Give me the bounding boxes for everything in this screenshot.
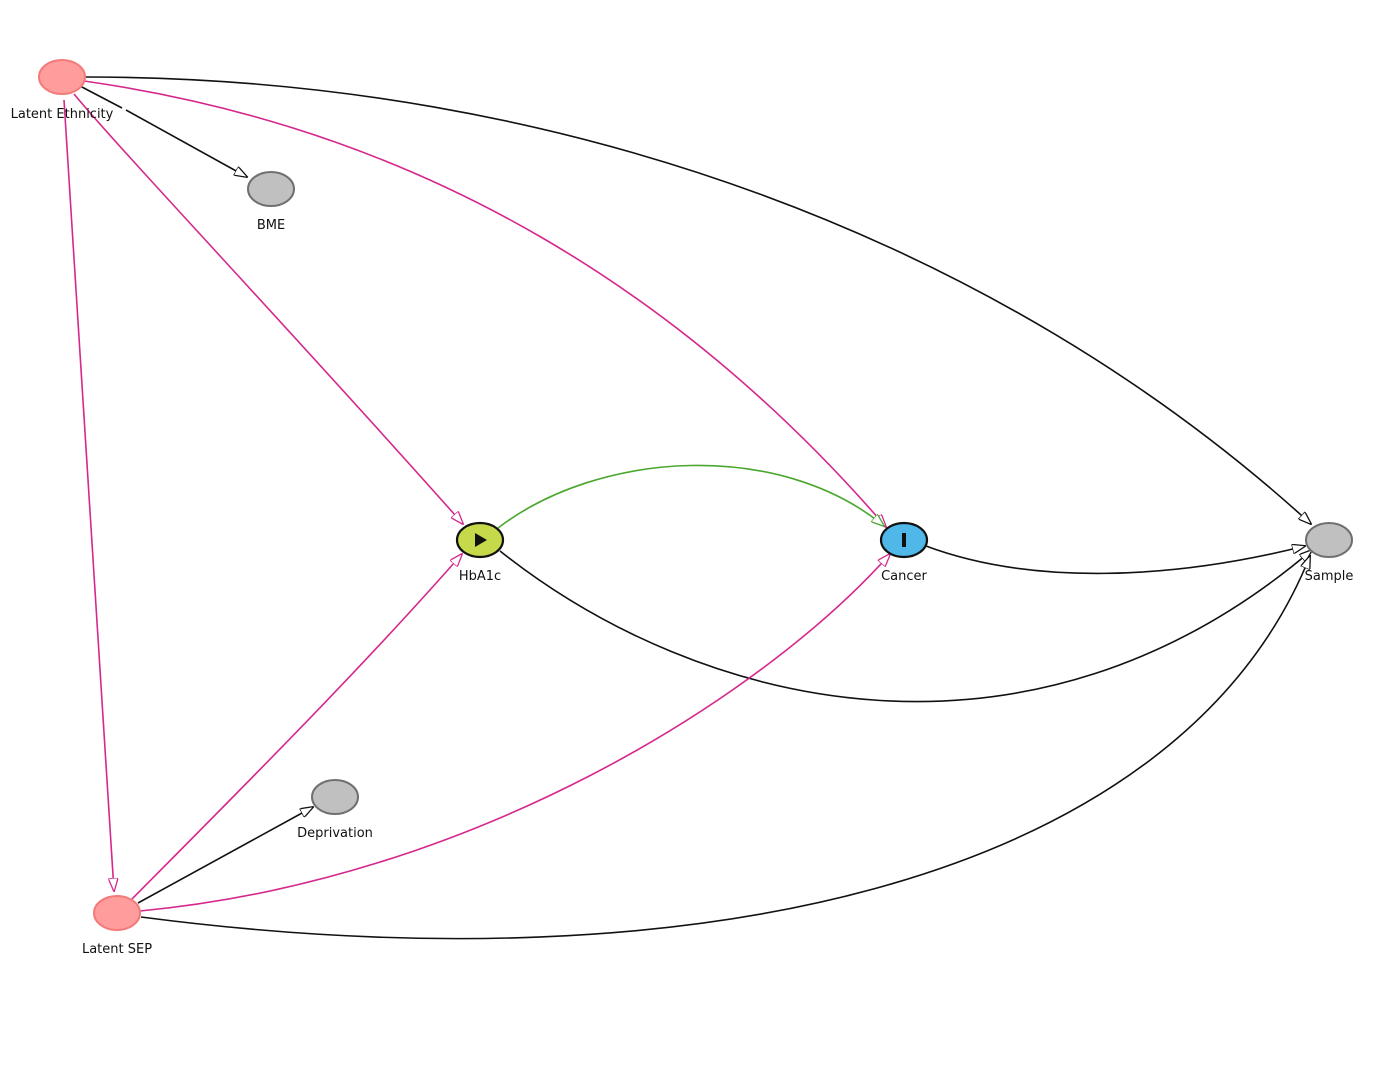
node-deprivation[interactable]: Deprivation	[297, 779, 373, 841]
play-icon	[475, 533, 487, 547]
node-label: Deprivation	[297, 826, 373, 841]
edge-latent-ethnicity-to-sample[interactable]	[85, 76, 1311, 524]
latent-node-shape[interactable]	[38, 59, 86, 95]
edge-latent-ethnicity-to-latent-sep[interactable]	[63, 99, 114, 891]
edges-layer	[63, 76, 1312, 940]
node-label: Latent SEP	[82, 942, 152, 957]
node-label: Sample	[1305, 569, 1354, 584]
edge-latent-sep-to-deprivation[interactable]	[137, 807, 313, 904]
node-label: Cancer	[881, 569, 927, 584]
edge-latent-sep-to-sample[interactable]	[140, 556, 1310, 940]
observed-node-shape[interactable]	[1305, 522, 1353, 558]
edge-latent-ethnicity-to-cancer[interactable]	[83, 80, 886, 527]
node-sample[interactable]: Sample	[1305, 522, 1354, 584]
edge-hba1c-to-cancer[interactable]	[497, 464, 884, 529]
edge-cancer-to-sample[interactable]	[925, 546, 1305, 575]
bar-icon	[902, 533, 906, 547]
node-bme[interactable]: BME	[247, 171, 295, 233]
node-cancer[interactable]: Cancer	[879, 521, 929, 584]
node-latent-sep[interactable]: Latent SEP	[82, 895, 152, 957]
edge-latent-sep-to-cancer[interactable]	[139, 554, 890, 912]
node-label: HbA1c	[459, 569, 501, 584]
observed-node-shape[interactable]	[311, 779, 359, 815]
node-label: BME	[257, 218, 285, 233]
edge-latent-ethnicity-to-hba1c[interactable]	[73, 93, 463, 524]
edge-latent-ethnicity-to-bme[interactable]	[79, 85, 247, 177]
node-latent-ethnicity[interactable]: Latent Ethnicity	[11, 59, 114, 122]
observed-node-shape[interactable]	[247, 171, 295, 207]
edge-hba1c-to-sample[interactable]	[499, 550, 1312, 703]
node-hba1c[interactable]: HbA1c	[455, 521, 505, 584]
edge-latent-sep-to-hba1c[interactable]	[131, 554, 462, 900]
latent-node-shape[interactable]	[93, 895, 141, 931]
node-label: Latent Ethnicity	[11, 107, 114, 122]
